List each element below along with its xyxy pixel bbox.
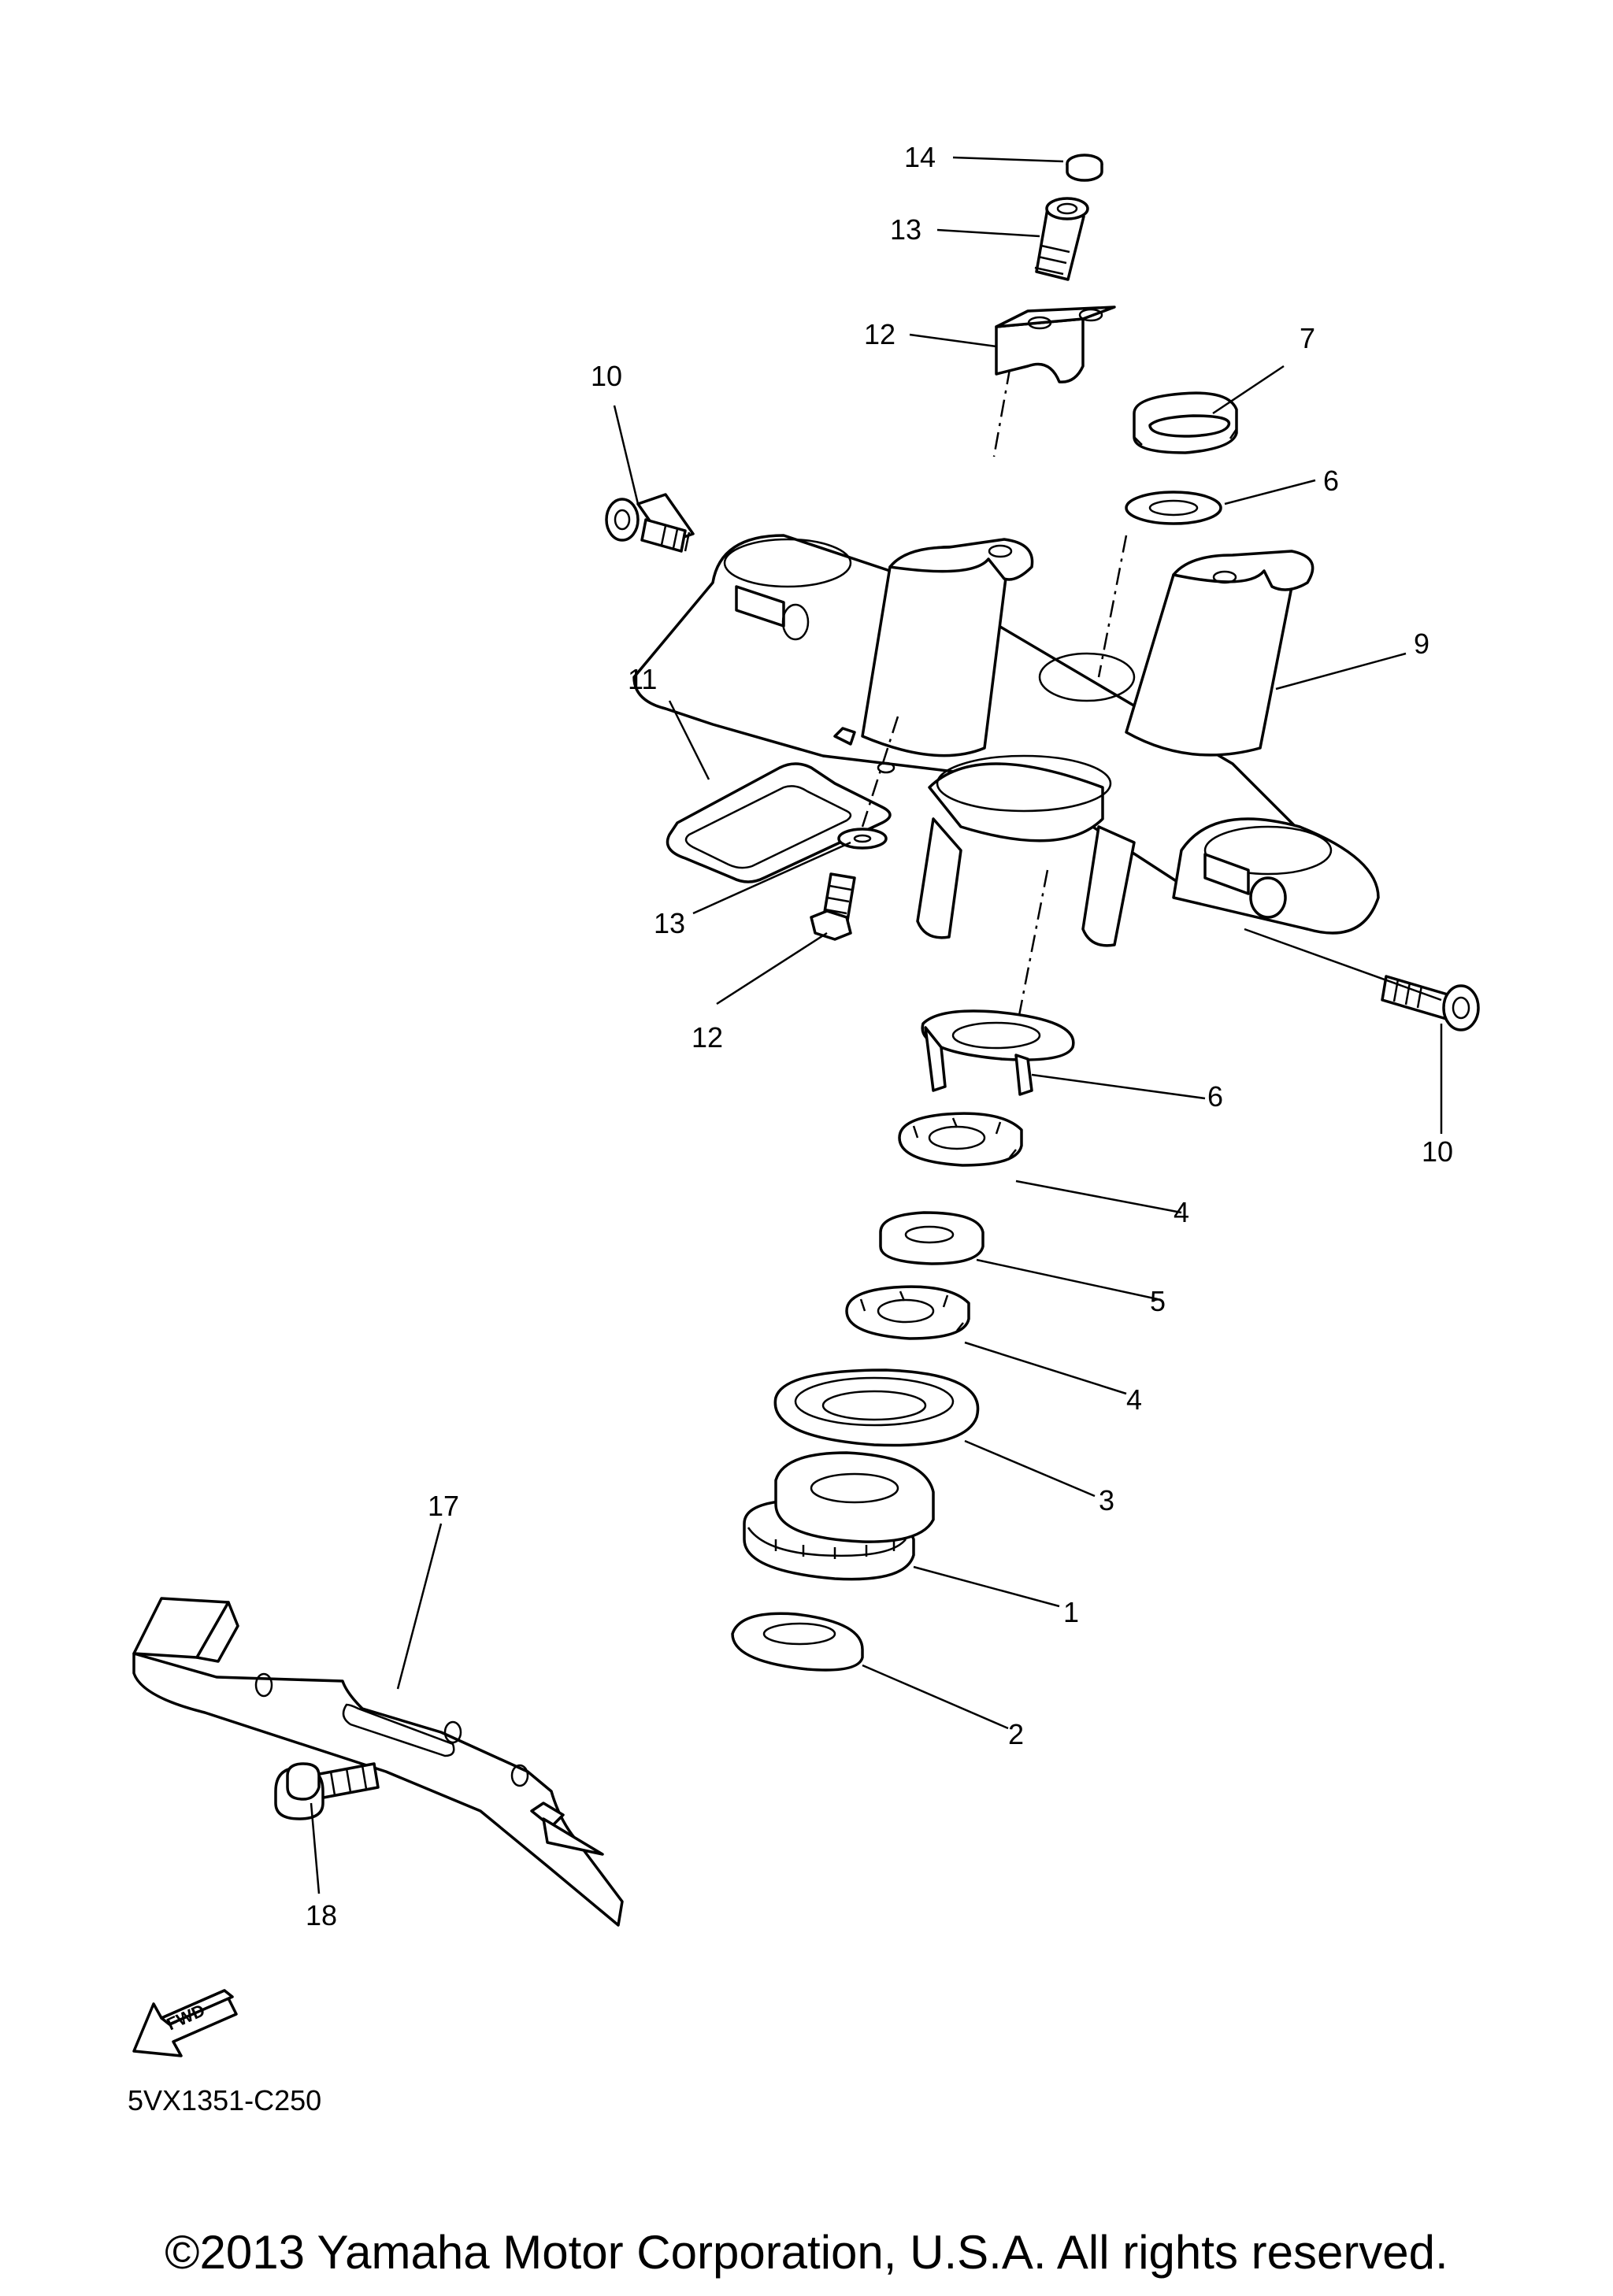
callout-13: 13	[654, 907, 685, 939]
part-6-cover	[921, 1009, 1075, 1096]
figure-code: 5VX1351-C250	[128, 2084, 321, 2116]
part-4-ring-nut-lower	[845, 1285, 970, 1340]
callout-15: 13	[890, 213, 921, 246]
callout-11: 11	[628, 663, 657, 695]
callout-4-lower: 4	[1126, 1383, 1142, 1416]
part-7-washer	[1125, 491, 1222, 525]
callout-10-upper: 10	[591, 360, 622, 392]
fwd-arrow-icon: FWD	[132, 1989, 238, 2057]
part-5-washer	[879, 1211, 984, 1265]
callout-10-lower: 10	[1422, 1135, 1453, 1168]
callout-3: 3	[1099, 1484, 1114, 1516]
callout-16: 14	[904, 141, 936, 173]
callout-labels: 14 13 12 7 6 10 9 11 13 12 6 10 4 5 4 3 …	[306, 141, 1453, 1931]
callout-1: 1	[1063, 1596, 1079, 1628]
part-1-bearing	[743, 1451, 935, 1581]
callout-6: 6	[1207, 1080, 1223, 1113]
part-18-bolt	[274, 1762, 380, 1820]
callout-14: 12	[864, 318, 895, 350]
part-3-seal	[773, 1368, 980, 1447]
callout-4-upper: 4	[1174, 1196, 1189, 1228]
leader-lines	[310, 156, 1443, 1894]
part-2-washer	[731, 1612, 864, 1672]
callout-18: 18	[306, 1899, 337, 1931]
axis-line-14	[992, 334, 1018, 457]
callout-7: 6	[1323, 465, 1339, 497]
part-14-holder-upper	[995, 306, 1116, 383]
part-10-bolt-lower	[1381, 975, 1480, 1031]
callout-9: 9	[1414, 628, 1429, 660]
part-12-screw	[810, 872, 856, 941]
part-4-ring-nut-upper	[898, 1112, 1023, 1167]
callout-2: 2	[1008, 1718, 1024, 1750]
axis-line-11	[861, 716, 899, 828]
axis-line-7	[1097, 535, 1128, 678]
part-10-bolt-upper	[605, 493, 695, 553]
callout-8: 7	[1300, 322, 1315, 354]
axis-line-center	[1014, 869, 1049, 1032]
part-8-nut	[1133, 391, 1238, 454]
part-15-bolt	[1034, 197, 1089, 281]
part-16-cap	[1066, 154, 1103, 182]
callout-17: 17	[428, 1490, 459, 1522]
part-17-bracket	[132, 1597, 624, 1927]
callout-12: 12	[692, 1021, 723, 1054]
copyright-notice: ©2013 Yamaha Motor Corporation, U.S.A. A…	[165, 2226, 1448, 2279]
callout-5: 5	[1150, 1285, 1166, 1317]
part-9-upper-bracket	[632, 534, 1380, 947]
part-11-plate	[666, 727, 895, 883]
